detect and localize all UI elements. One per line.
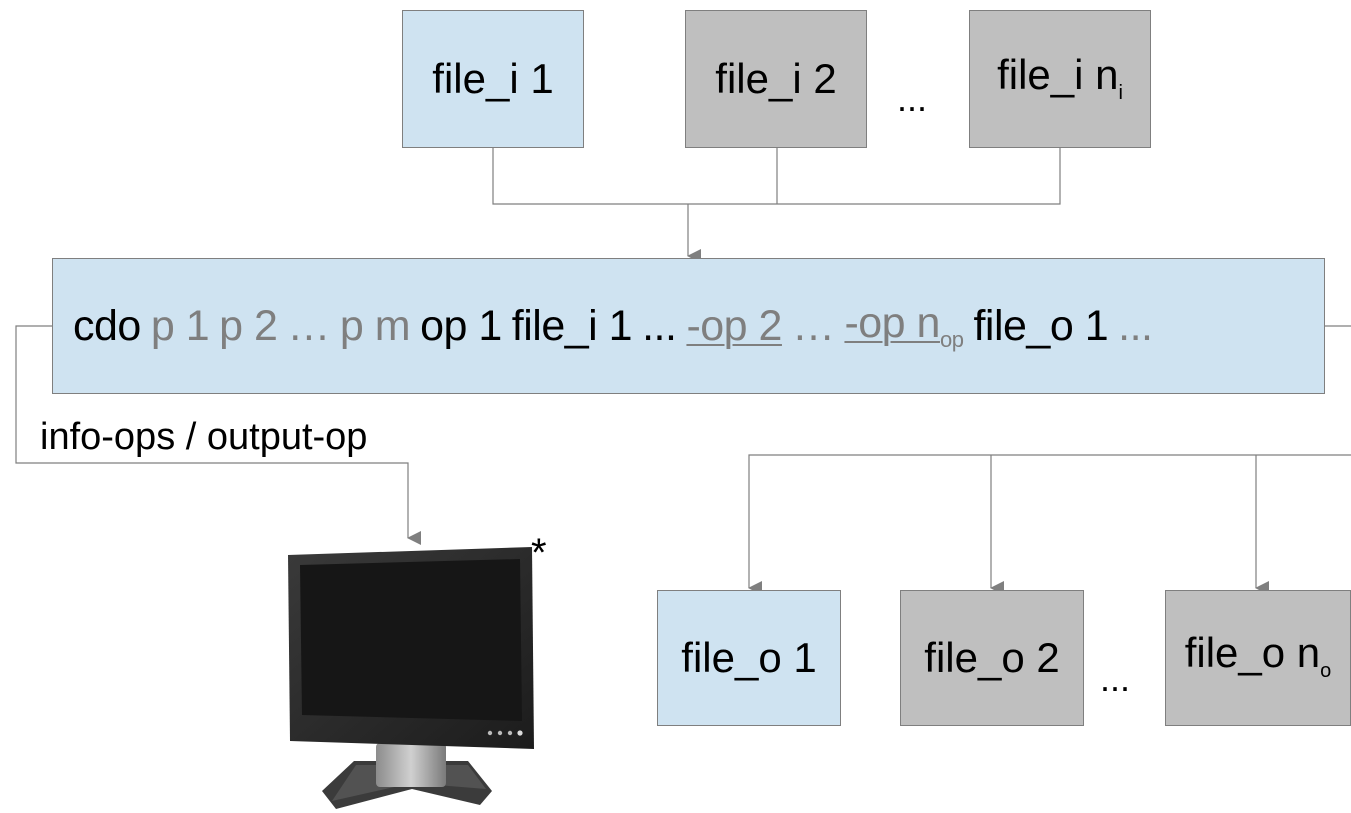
input-file-2-label: file_i 2 [715,55,837,102]
cmd-operator-2: -op 2 [686,301,782,350]
info-ops-label: info-ops / output-op [40,416,368,458]
output-file-n: file_o no [1165,590,1351,726]
cmd-input-ellipsis: ... [642,301,677,350]
monitor-footnote-marker: * [531,531,547,575]
cmd-operator-1: op 1 [420,301,502,350]
input-file-1: file_i 1 [402,10,584,148]
output-file-1: file_o 1 [657,590,841,726]
cmd-output-file: file_o 1 [973,301,1109,350]
cmd-param-1: p 1 [150,301,210,350]
input-file-n: file_i ni [969,10,1151,148]
cmd-operator-n-subscript: op [939,327,964,352]
cmd-param-ellipsis: … [287,301,330,350]
output-file-2: file_o 2 [900,590,1084,726]
input-file-n-label: file_i ni [997,51,1123,104]
cmd-output-ellipsis: ... [1118,301,1153,350]
cdo-command-box: cdo p 1 p 2 … p m op 1 file_i 1 ... -op … [52,258,1325,394]
output-connector [748,454,1351,595]
cmd-operator-ellipsis: … [791,301,835,350]
output-file-2-label: file_o 2 [924,634,1060,681]
cmd-param-m: p m [339,301,411,350]
output-file-n-label: file_o no [1184,629,1332,682]
cmd-cdo: cdo [73,301,141,350]
input-file-1-label: file_i 1 [432,55,554,102]
input-ellipsis: ... [897,78,928,119]
cmd-operator-n: -op nop [844,299,964,352]
output-ellipsis: ... [1100,658,1131,699]
monitor-icon [288,547,534,809]
info-connector [15,325,421,545]
cmd-input-file: file_i 1 [511,301,633,350]
output-file-1-label: file_o 1 [681,634,817,681]
cmd-param-2: p 2 [219,301,278,350]
output-file-n-subscript: o [1320,660,1332,682]
input-file-2: file_i 2 [685,10,867,148]
input-file-n-subscript: i [1118,82,1123,104]
